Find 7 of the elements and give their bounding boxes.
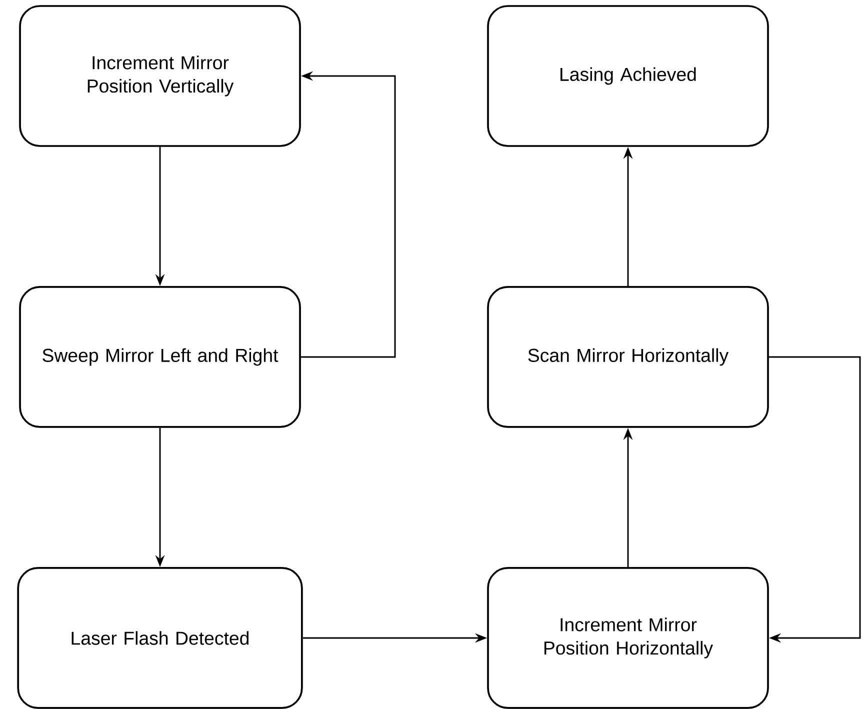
process-box: Scan Mirror Horizontally bbox=[487, 286, 769, 428]
process-box: Laser Flash Detected bbox=[17, 567, 303, 709]
process-box: Increment Mirror Position Horizontally bbox=[487, 567, 769, 709]
arrow bbox=[768, 356, 861, 643]
process-box: Sweep Mirror Left and Right bbox=[19, 286, 301, 428]
process-box: Increment Mirror Position Vertically bbox=[19, 5, 301, 147]
process-box: Lasing Achieved bbox=[487, 5, 769, 147]
